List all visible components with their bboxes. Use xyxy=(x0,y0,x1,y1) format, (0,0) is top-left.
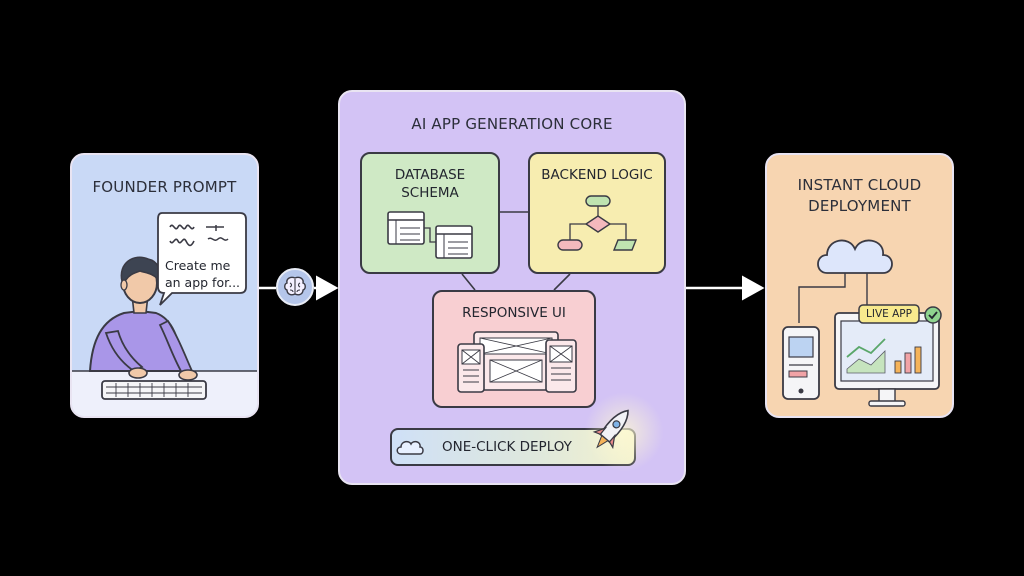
ai-core-title: AI APP GENERATION CORE xyxy=(411,115,613,133)
cloud-deployment-panel: INSTANT CLOUD DEPLOYMENT LIVE APP xyxy=(765,153,954,418)
ui-title: RESPONSIVE UI xyxy=(462,305,566,321)
database-table-icon xyxy=(387,211,473,259)
deploy-label: ONE-CLICK DEPLOY xyxy=(442,439,572,455)
cloud-devices-icon xyxy=(782,239,942,407)
devices-wireframe-icon xyxy=(457,331,577,393)
rocket-icon xyxy=(592,409,629,450)
bubble-line-2: an app for... xyxy=(165,275,241,290)
database-schema-box: DATABASE SCHEMA xyxy=(360,152,500,274)
live-app-badge: LIVE APP xyxy=(866,308,912,320)
founder-prompt-panel: FOUNDER PROMPT xyxy=(70,153,259,418)
core-links xyxy=(461,211,571,291)
brain-connector xyxy=(276,268,314,306)
cloud-icon xyxy=(396,440,424,455)
bubble-line-1: Create me xyxy=(165,258,231,273)
brain-icon xyxy=(284,276,306,296)
founder-prompt-title: FOUNDER PROMPT xyxy=(92,178,237,196)
deployment-title-line-1: INSTANT CLOUD xyxy=(797,176,922,194)
database-title-line-1: DATABASE xyxy=(394,167,466,183)
person-typing-icon xyxy=(72,212,257,416)
flowchart-icon xyxy=(557,195,638,251)
ai-core-panel: AI APP GENERATION CORE DATABASE SCHEMA B… xyxy=(338,90,686,485)
backend-title: BACKEND LOGIC xyxy=(541,167,653,183)
responsive-ui-box: RESPONSIVE UI xyxy=(432,290,596,408)
database-title-line-2: SCHEMA xyxy=(401,185,459,201)
deployment-title-line-2: DEPLOYMENT xyxy=(808,197,911,215)
backend-logic-box: BACKEND LOGIC xyxy=(528,152,666,274)
